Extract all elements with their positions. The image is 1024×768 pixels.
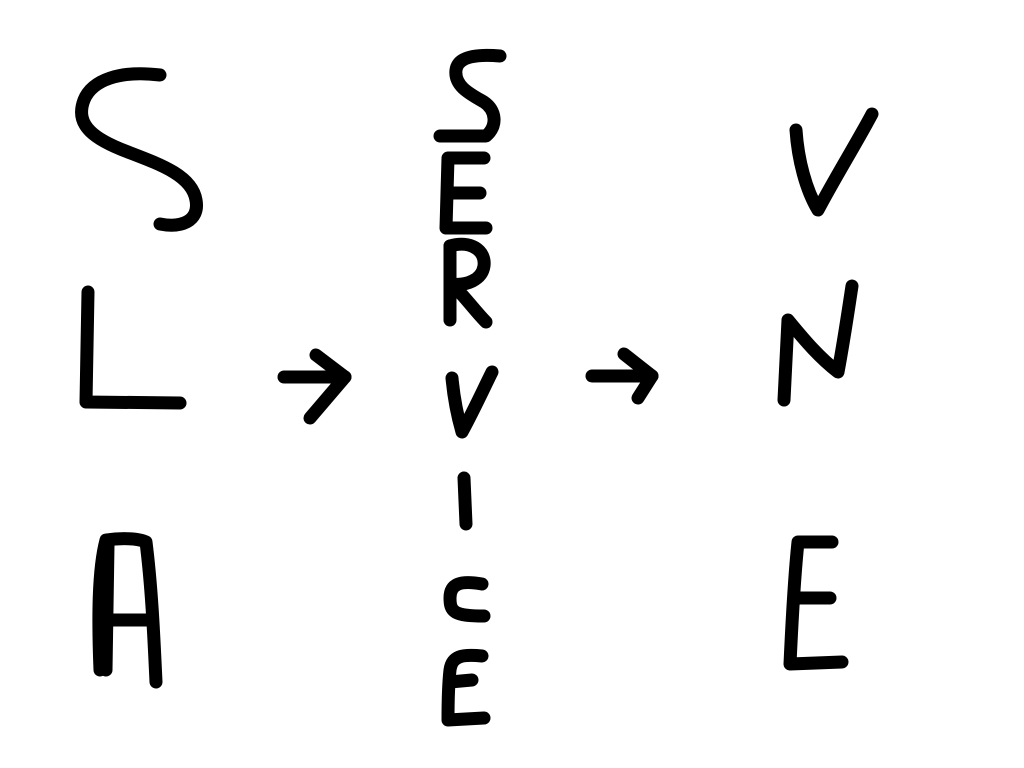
letter-s-left: S <box>75 67 203 232</box>
letter-i-middle: I <box>457 471 473 531</box>
letter-v-middle: V <box>445 365 499 439</box>
letter-r-middle: R <box>443 237 493 329</box>
arrow-right-icon <box>585 347 659 405</box>
letter-c-middle: C <box>443 576 491 623</box>
right-column: V N E <box>777 107 879 671</box>
left-column: S L A <box>75 67 203 689</box>
letter-e-right: E <box>783 535 849 671</box>
letter-e-middle-1: E <box>439 151 493 235</box>
letter-s-middle: S <box>433 48 507 143</box>
letter-l-left: L <box>79 285 187 410</box>
letter-v-right: V <box>789 107 879 217</box>
letter-n-right: N <box>777 279 859 407</box>
middle-column: S E R V I C <box>433 48 507 727</box>
arrow-right-icon <box>277 348 352 425</box>
letter-a-left: A <box>92 532 163 689</box>
letter-e-middle-2: E <box>441 648 491 727</box>
